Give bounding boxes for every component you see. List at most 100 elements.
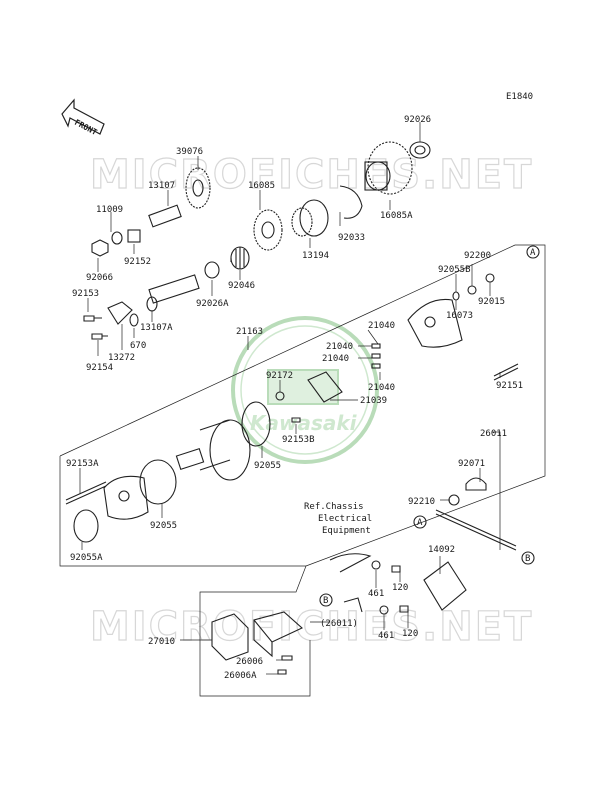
label-13272: 13272 xyxy=(108,353,135,363)
label-92152: 92152 xyxy=(124,257,151,267)
label-26011: 26011 xyxy=(480,429,507,439)
part-670-oring xyxy=(129,313,139,327)
label-21040-c: 21040 xyxy=(322,354,349,364)
part-92055-oring-right xyxy=(241,401,271,447)
label-92200: 92200 xyxy=(464,251,491,261)
label-120-a: 120 xyxy=(392,583,408,593)
part-27010-relay xyxy=(211,611,303,661)
leader-lines xyxy=(79,122,501,675)
part-starter-end-cover xyxy=(407,298,463,348)
part-21040-brush-a xyxy=(371,343,381,349)
part-21039-brush-holder xyxy=(307,371,343,403)
part-92153-bolt xyxy=(83,315,102,322)
part-starter-front-cover xyxy=(103,475,149,520)
part-92033-circlip xyxy=(339,185,363,219)
svg-text:A: A xyxy=(530,248,536,258)
part-13107A-shaft xyxy=(146,274,200,312)
label-26006A: 26006A xyxy=(224,671,257,681)
part-92066-plug xyxy=(91,239,109,257)
part-39076-gear xyxy=(185,167,211,209)
label-13107: 13107 xyxy=(148,181,175,191)
relay-bracket-top xyxy=(329,553,372,573)
part-92153A-bolt xyxy=(65,481,107,505)
label-120-b: 120 xyxy=(402,629,418,639)
watermark-bottom: MICROFICHES.NET xyxy=(90,604,533,650)
part-92153B-bolt xyxy=(291,417,301,423)
label-11009: 11009 xyxy=(96,205,123,215)
ref-note-line-1: Ref.Chassis xyxy=(304,502,364,512)
front-arrow-icon: FRONT xyxy=(61,98,105,137)
label-92153B: 92153B xyxy=(282,435,315,445)
logo-text: Kawasaki xyxy=(250,411,358,435)
label-16073: 16073 xyxy=(446,311,473,321)
part-92055A-oring xyxy=(73,509,99,543)
svg-text:B: B xyxy=(525,554,530,564)
part-16085-gear xyxy=(253,209,283,251)
part-26006-fuse xyxy=(281,655,293,661)
part-92152-collar xyxy=(127,229,141,243)
label-92026A: 92026A xyxy=(196,299,229,309)
label-92055A: 92055A xyxy=(70,553,103,563)
label-92055B: 92055B xyxy=(438,265,471,275)
label-21040-a: 21040 xyxy=(368,321,395,331)
label-92151: 92151 xyxy=(496,381,523,391)
part-92154-bolt xyxy=(91,333,108,340)
part-labels: 92026 39076 13107 16085 16085A 11009 920… xyxy=(66,115,523,681)
ref-note: Ref.Chassis Electrical Equipment xyxy=(304,502,372,536)
label-461-a: 461 xyxy=(368,589,384,599)
label-26011-ref: (26011) xyxy=(320,619,358,629)
ref-note-line-3: Equipment xyxy=(322,526,371,536)
label-92153A: 92153A xyxy=(66,459,99,469)
connector-a-bottom xyxy=(413,515,427,529)
label-21039: 21039 xyxy=(360,396,387,406)
part-13107-shaft xyxy=(148,204,182,228)
label-92046: 92046 xyxy=(228,281,255,291)
connector-b-right xyxy=(521,551,535,565)
label-14092: 14092 xyxy=(428,545,455,555)
part-21040-brush-b xyxy=(371,353,381,359)
part-92015-nut xyxy=(485,273,495,283)
watermark-top: MICROFICHES.NET xyxy=(90,152,533,198)
connector-a-top xyxy=(526,245,540,259)
relay-bracket-bottom xyxy=(343,597,363,613)
part-92046-bearing xyxy=(230,246,250,270)
part-461-nut-a xyxy=(371,560,381,570)
part-92151-bolt xyxy=(493,363,519,381)
label-21163: 21163 xyxy=(236,327,263,337)
label-92026: 92026 xyxy=(404,115,431,125)
svg-text:B: B xyxy=(323,596,328,606)
label-92015: 92015 xyxy=(478,297,505,307)
part-92210-washer xyxy=(448,494,460,506)
label-21040-d: 21040 xyxy=(368,383,395,393)
part-motor-yoke xyxy=(175,419,251,481)
relay-frame xyxy=(199,565,311,697)
label-16085A: 16085A xyxy=(380,211,413,221)
part-26011-cable xyxy=(435,509,517,551)
label-16085: 16085 xyxy=(248,181,275,191)
part-13194-clutch xyxy=(291,199,329,237)
label-92071: 92071 xyxy=(458,459,485,469)
label-21040-b: 21040 xyxy=(326,342,353,352)
connector-b-left xyxy=(319,593,333,607)
svg-text:A: A xyxy=(417,518,423,528)
part-16085A-gear xyxy=(364,141,413,195)
part-21040-brush-c xyxy=(371,363,381,369)
part-92055-oring-left xyxy=(139,459,177,505)
part-92071-cap xyxy=(465,477,487,491)
part-92055B-oring xyxy=(452,291,460,301)
starter-assembly-frame xyxy=(59,244,546,567)
label-92172: 92172 xyxy=(266,371,293,381)
kawasaki-logo: Kawasaki xyxy=(231,316,379,464)
label-92210: 92210 xyxy=(408,497,435,507)
part-13272-plate xyxy=(107,301,133,325)
ref-note-line-2: Electrical xyxy=(318,514,372,524)
label-13107A: 13107A xyxy=(140,323,173,333)
label-13194: 13194 xyxy=(302,251,329,261)
part-14092-cover xyxy=(423,561,467,611)
part-92200-washer xyxy=(467,285,477,295)
diagram-code: E1840 xyxy=(506,92,533,102)
part-11009-gasket xyxy=(111,231,123,245)
label-26006: 26006 xyxy=(236,657,263,667)
label-27010: 27010 xyxy=(148,637,175,647)
